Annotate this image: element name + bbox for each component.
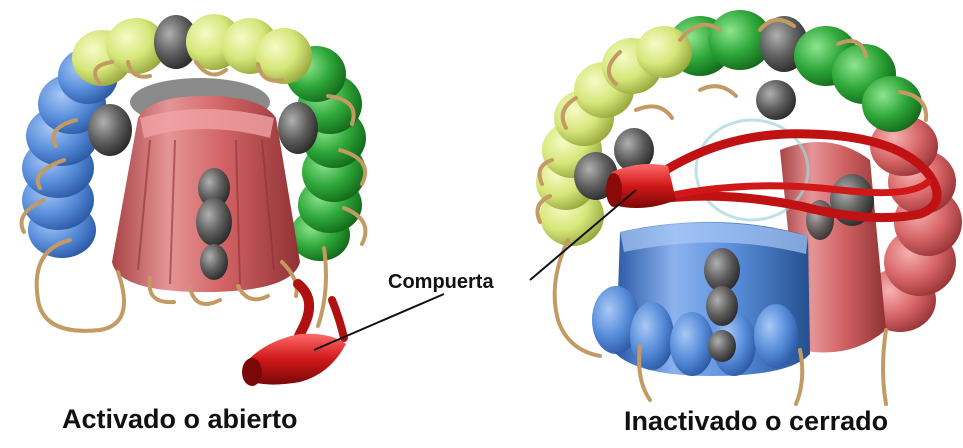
open-channel [22,14,367,386]
blue-domain-right [592,222,810,376]
yellow-domain-left [72,14,312,86]
closed-channel [536,10,962,404]
gate-label: Compuerta [388,271,494,294]
open-state-caption: Activado o abierto [62,404,298,435]
closed-state-caption: Inactivado o cerrado [624,406,888,437]
green-domain-right [668,10,922,132]
red-domain-left [112,96,300,292]
gate-right [606,134,937,218]
